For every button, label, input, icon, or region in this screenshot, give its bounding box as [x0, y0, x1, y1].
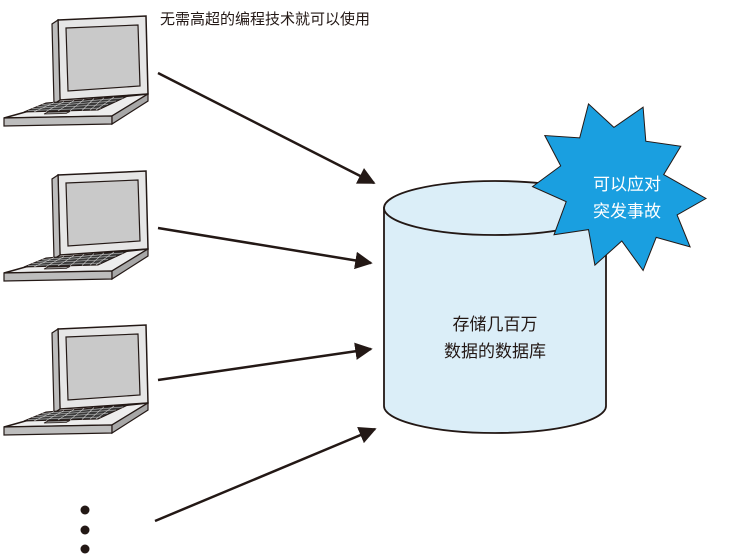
vertical-ellipsis-icon [80, 505, 90, 554]
burst-label: 可以应对 突发事故 [572, 172, 682, 226]
database-cylinder [383, 180, 607, 434]
client-laptop-2 [3, 170, 149, 282]
burst-label-line-2: 突发事故 [593, 202, 661, 222]
burst-star [531, 102, 708, 272]
laptop-icon [3, 170, 149, 282]
laptop-icon [3, 324, 149, 436]
arrow-client-1 [157, 71, 376, 185]
laptop-icon [3, 15, 149, 127]
arrow-client-2 [157, 226, 373, 270]
arrow-client-4 [154, 427, 377, 523]
arrow-client-3 [157, 342, 373, 382]
database-label-line-2: 数据的数据库 [444, 342, 546, 362]
database-label: 存储几百万 数据的数据库 [384, 312, 606, 366]
caption-text: 无需高超的编程技术就可以使用 [160, 10, 371, 28]
client-laptop-1 [3, 15, 149, 127]
database-label-line-1: 存储几百万 [452, 315, 538, 335]
burst-label-line-1: 可以应对 [593, 175, 661, 195]
client-laptop-3 [3, 324, 149, 436]
